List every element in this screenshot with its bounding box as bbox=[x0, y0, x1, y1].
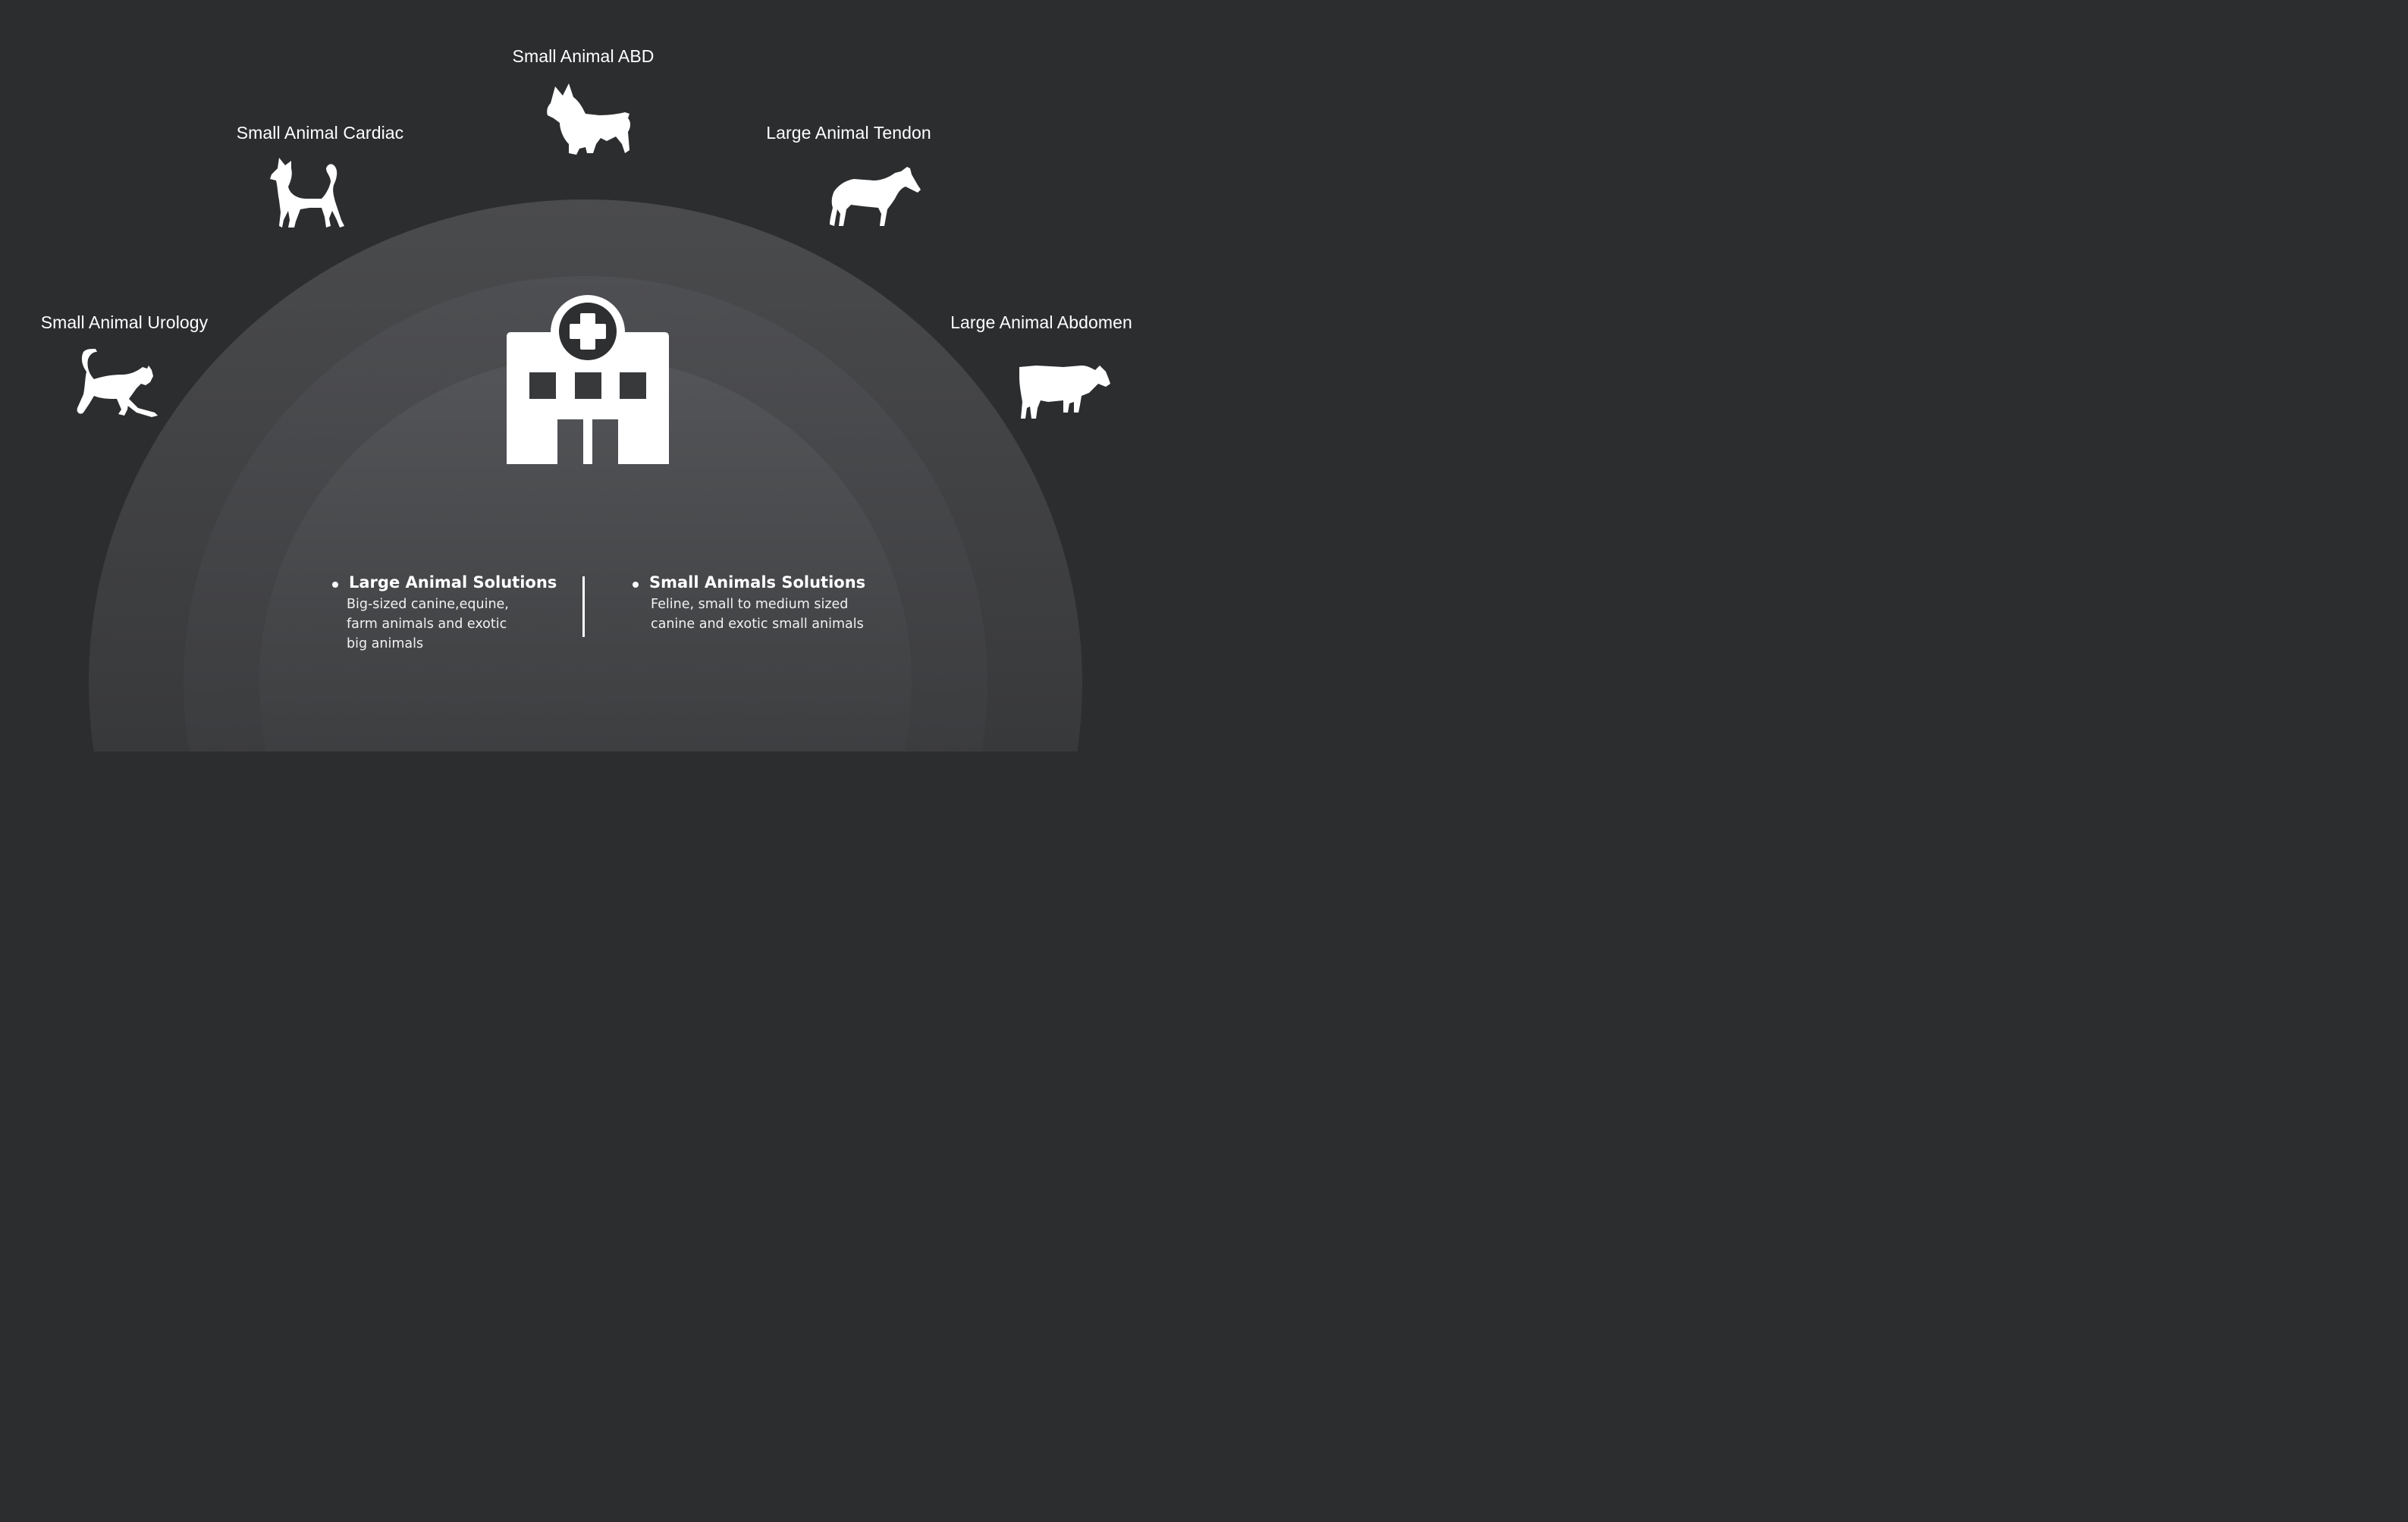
dog-icon bbox=[268, 158, 346, 229]
desc-line: canine and exotic small animals bbox=[651, 617, 864, 632]
cow-icon bbox=[1018, 362, 1112, 420]
label-small-animal-abd: Small Animal ABD bbox=[512, 46, 655, 66]
diagram-canvas: Small Animal ABD Small Animal Cardiac La… bbox=[0, 0, 1189, 752]
arc-background bbox=[89, 199, 1082, 752]
cat-icon bbox=[76, 349, 161, 417]
large-animal-solutions-desc: Big-sized canine,equine, farm animals an… bbox=[347, 595, 557, 654]
small-animals-solutions-desc: Feline, small to medium sized canine and… bbox=[651, 595, 865, 634]
small-animals-solutions-title: Small Animals Solutions bbox=[633, 573, 865, 592]
label-large-animal-abdomen: Large Animal Abdomen bbox=[950, 312, 1132, 332]
hospital-icon bbox=[507, 294, 669, 466]
large-animal-solutions: Large Animal Solutions Big-sized canine,… bbox=[332, 573, 557, 654]
small-animals-solutions: Small Animals Solutions Feline, small to… bbox=[633, 573, 865, 634]
desc-line: Big-sized canine,equine, bbox=[347, 597, 509, 612]
label-large-animal-tendon: Large Animal Tendon bbox=[766, 123, 931, 143]
label-small-animal-cardiac: Small Animal Cardiac bbox=[236, 123, 404, 143]
large-animal-solutions-title: Large Animal Solutions bbox=[332, 573, 557, 592]
desc-line: Feline, small to medium sized bbox=[651, 597, 849, 612]
horse-icon bbox=[828, 165, 922, 228]
corgi-icon bbox=[546, 83, 633, 156]
solutions-divider bbox=[582, 576, 585, 637]
label-small-animal-urology: Small Animal Urology bbox=[40, 312, 209, 332]
inner-arc bbox=[259, 356, 912, 752]
desc-line: farm animals and exotic bbox=[347, 617, 507, 632]
desc-line: big animals bbox=[347, 636, 424, 651]
